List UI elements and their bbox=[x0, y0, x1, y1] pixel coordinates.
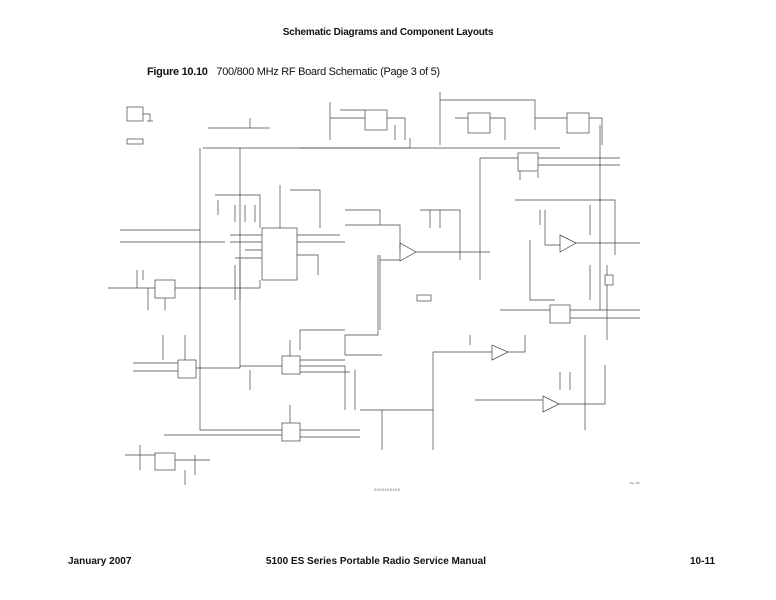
regulator-u1 bbox=[329, 102, 406, 140]
regulator-u2 bbox=[439, 92, 536, 145]
amp-input-block bbox=[108, 270, 261, 310]
ic-u5 bbox=[500, 265, 640, 340]
ic-u4 bbox=[479, 152, 620, 280]
opamp-center bbox=[345, 209, 490, 330]
opamp-rf-amp bbox=[515, 199, 640, 301]
switch-component bbox=[604, 274, 614, 286]
ic-u6 bbox=[133, 148, 241, 379]
wire-top-bus bbox=[203, 138, 411, 149]
drawing-number: XXXXXXXXXX bbox=[374, 488, 401, 492]
ic-u8 bbox=[164, 405, 433, 442]
ic-u7 bbox=[240, 340, 350, 410]
footer-page-number: 10-11 bbox=[690, 556, 716, 567]
opamp-lower-2 bbox=[475, 335, 606, 430]
regulator-u3 bbox=[535, 112, 603, 310]
footer-date: January 2007 bbox=[68, 556, 132, 567]
sheet-label: Pg. 3/5 bbox=[630, 481, 640, 485]
connector-block-2 bbox=[126, 138, 144, 145]
ic-u9 bbox=[125, 445, 210, 485]
page-header: Schematic Diagrams and Component Layouts bbox=[282, 27, 494, 38]
figure-number: Figure 10.10 bbox=[147, 66, 208, 78]
crystal-y1 bbox=[416, 294, 432, 302]
opamp-lower-1 bbox=[432, 335, 526, 450]
footer-manual-title: 5100 ES Series Portable Radio Service Ma… bbox=[265, 556, 486, 567]
figure-caption: Figure 10.10 700/800 MHz RF Board Schema… bbox=[147, 66, 440, 78]
connector-block-1 bbox=[126, 106, 153, 122]
figure-title: 700/800 MHz RF Board Schematic (Page 3 o… bbox=[216, 66, 440, 78]
ic-main-synthesizer bbox=[215, 185, 345, 300]
